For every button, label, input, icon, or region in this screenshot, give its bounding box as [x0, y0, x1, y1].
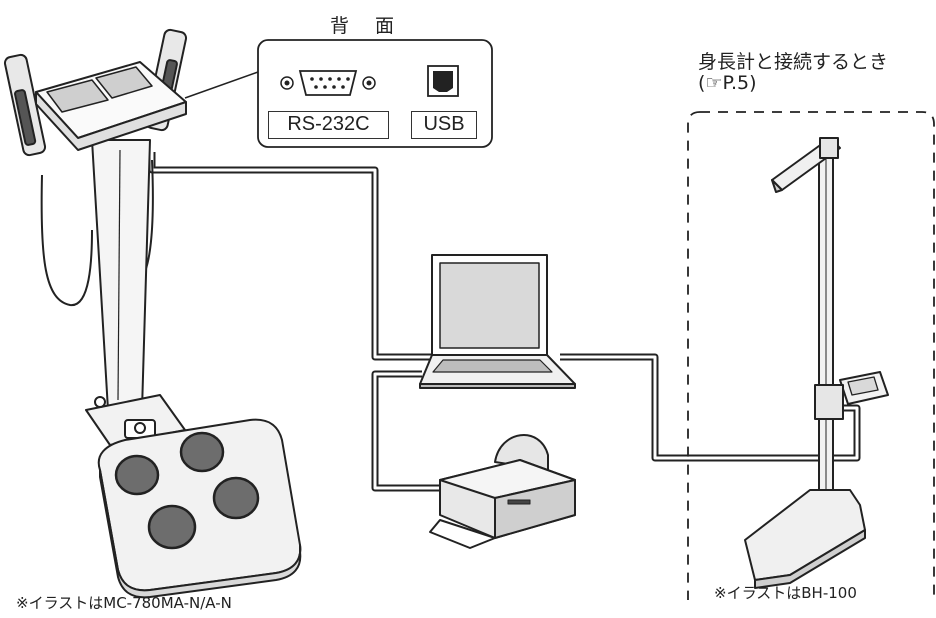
cable-laptop-to-printer	[371, 370, 455, 492]
rs232c-label: RS-232C	[287, 113, 370, 135]
back-panel-title: 背 面	[330, 15, 405, 37]
usb-port-icon	[427, 65, 459, 97]
illustration-note-height-meter: ※イラストはBH-100	[714, 584, 857, 602]
printer	[429, 434, 576, 549]
body-composition-analyzer	[3, 28, 302, 599]
electrode-pads	[114, 431, 260, 550]
laptop	[419, 254, 576, 389]
cable-laptop-to-height-meter	[560, 353, 861, 462]
height-meter-dashed-frame	[687, 111, 935, 600]
usb-label: USB	[423, 113, 465, 135]
rs232c-port-icon	[280, 70, 376, 96]
illustration-note-analyzer: ※イラストはMC-780MA-N/A-N	[16, 594, 232, 612]
height-meter	[744, 137, 889, 589]
usb-label-box: USB	[411, 111, 477, 139]
cable-scale-to-laptop	[148, 152, 440, 361]
height-meter-page-ref: (☞P.5)	[698, 72, 757, 94]
rs232c-label-box: RS-232C	[268, 111, 389, 139]
height-meter-title: 身長計と接続するとき	[698, 51, 889, 73]
callout-leader-line	[184, 71, 259, 99]
